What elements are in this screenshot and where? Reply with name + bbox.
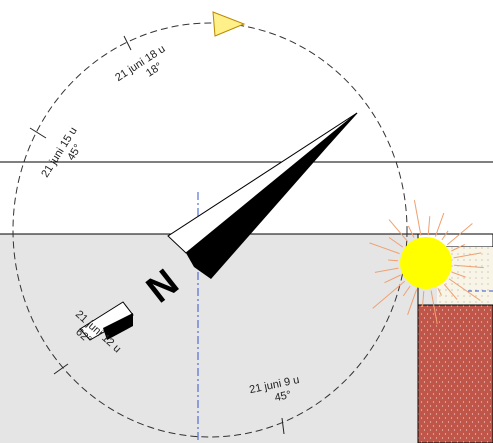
sun-ray — [407, 225, 415, 238]
north-arrow-tail-right — [103, 313, 133, 340]
tick-18u — [123, 35, 132, 51]
building-brick-wall — [417, 304, 493, 443]
sun-ray — [402, 285, 411, 297]
sun-ray — [374, 267, 399, 273]
sun-ray — [451, 244, 466, 252]
building — [417, 233, 493, 443]
label-15u: 21 juni 15 u 45° — [39, 125, 84, 180]
sun-ray — [448, 278, 481, 301]
sun-ray — [388, 237, 404, 248]
north-arrow-needle-light — [167, 112, 358, 254]
sun-ray — [453, 264, 484, 269]
sun-ray — [437, 288, 442, 296]
sun-ray — [369, 242, 400, 255]
sun-ray — [441, 230, 449, 241]
sun-ray — [453, 252, 482, 259]
sun-ray — [452, 271, 466, 278]
tick-12u — [53, 363, 69, 375]
sun-ray — [434, 212, 445, 237]
tick-15u — [29, 127, 47, 139]
sun-path-ticks — [29, 35, 285, 435]
label-18u: 21 juni 18 u 18° — [113, 43, 167, 84]
sun-path-ellipse — [12, 22, 408, 438]
sun-ray — [430, 290, 438, 325]
sun-disc — [400, 237, 452, 289]
sun-ray — [413, 200, 422, 236]
sun-ray — [388, 219, 409, 243]
sun-ray — [384, 274, 401, 284]
sun-ray — [407, 289, 418, 315]
triangle-marker-icon — [212, 11, 246, 37]
sun-rays — [369, 200, 484, 325]
sun-ray — [422, 290, 425, 307]
sun-ray — [427, 216, 431, 236]
label-9u-angle: 45° — [274, 389, 293, 404]
sun-icon — [369, 200, 484, 325]
sun-ray — [443, 283, 458, 300]
north-arrow-needle-dark — [186, 113, 357, 279]
tick-9u — [281, 417, 285, 435]
sun-ray — [372, 280, 406, 309]
sun-ray — [388, 259, 399, 262]
sun-ray — [446, 223, 473, 246]
north-arrow-spine — [185, 112, 358, 254]
